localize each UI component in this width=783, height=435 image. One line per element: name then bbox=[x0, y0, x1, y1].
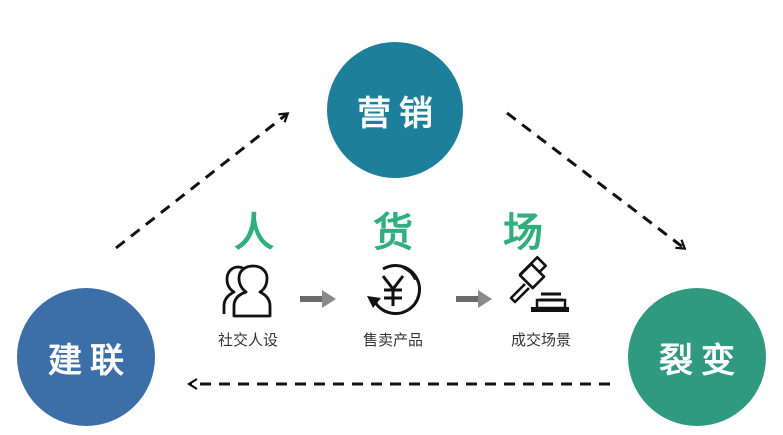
pillar-place-caption: 成交场景 bbox=[510, 331, 571, 349]
pillar-people-caption: 社交人设 bbox=[217, 331, 278, 349]
people-icon bbox=[222, 264, 272, 318]
pillar-people-title: 人 bbox=[234, 210, 274, 256]
pillar-goods-title: 货 bbox=[373, 210, 413, 256]
node-fission-label: 裂变 bbox=[659, 340, 743, 381]
gavel-icon bbox=[509, 255, 569, 312]
flow-arrow-2 bbox=[456, 290, 492, 308]
node-marketing-label: 营销 bbox=[357, 93, 441, 134]
flow-arrow-1 bbox=[300, 290, 336, 308]
arrow-connect-to-marketing bbox=[115, 112, 290, 250]
pillar-place-title: 场 bbox=[503, 210, 543, 256]
pillar-goods-caption: 售卖产品 bbox=[362, 331, 423, 349]
node-connect-label: 建联 bbox=[48, 340, 132, 381]
node-marketing: 营销 bbox=[327, 42, 463, 178]
node-fission: 裂变 bbox=[628, 288, 766, 426]
yuan-cycle-icon bbox=[367, 264, 421, 315]
node-connect: 建联 bbox=[17, 288, 155, 426]
